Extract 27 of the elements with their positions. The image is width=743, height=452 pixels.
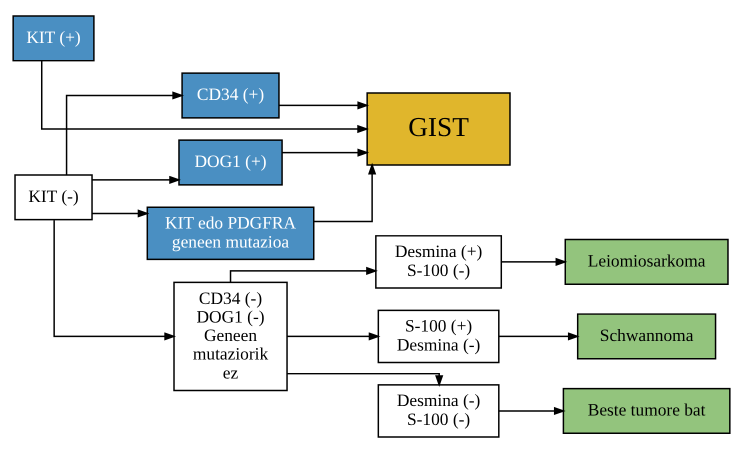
node-box: KIT (+) — [12, 14, 95, 61]
node-box: Desmina (-) S-100 (-) — [378, 384, 500, 438]
arrow — [314, 162, 376, 222]
node-box: Beste tumore bat — [562, 387, 731, 434]
node-box: DOG1 (+) — [178, 138, 283, 186]
node-box: Schwannoma — [576, 312, 716, 360]
arrow — [66, 90, 184, 174]
arrow — [282, 148, 370, 156]
node-box: CD34 (+) — [181, 72, 280, 118]
arrow — [230, 266, 378, 282]
arrow — [279, 100, 370, 109]
node-box: Leiomiosarkoma — [564, 238, 729, 284]
node-box: GIST — [366, 92, 511, 166]
node-box: KIT (-) — [14, 174, 93, 220]
arrow — [92, 175, 181, 184]
arrow — [53, 220, 176, 340]
arrow — [502, 257, 568, 266]
arrow — [40, 60, 369, 133]
node-box: Desmina (+) S-100 (-) — [375, 234, 502, 288]
node-box: KIT edo PDGFRA geneen mutazioa — [146, 206, 314, 260]
arrow — [287, 332, 380, 340]
arrow — [92, 208, 150, 218]
arrow — [288, 372, 444, 386]
node-box: CD34 (-) DOG1 (-) Geneen mutaziorik ez — [173, 281, 288, 391]
arrow — [499, 332, 580, 340]
node-box: S-100 (+) Desmina (-) — [378, 309, 500, 363]
arrow — [499, 406, 566, 415]
